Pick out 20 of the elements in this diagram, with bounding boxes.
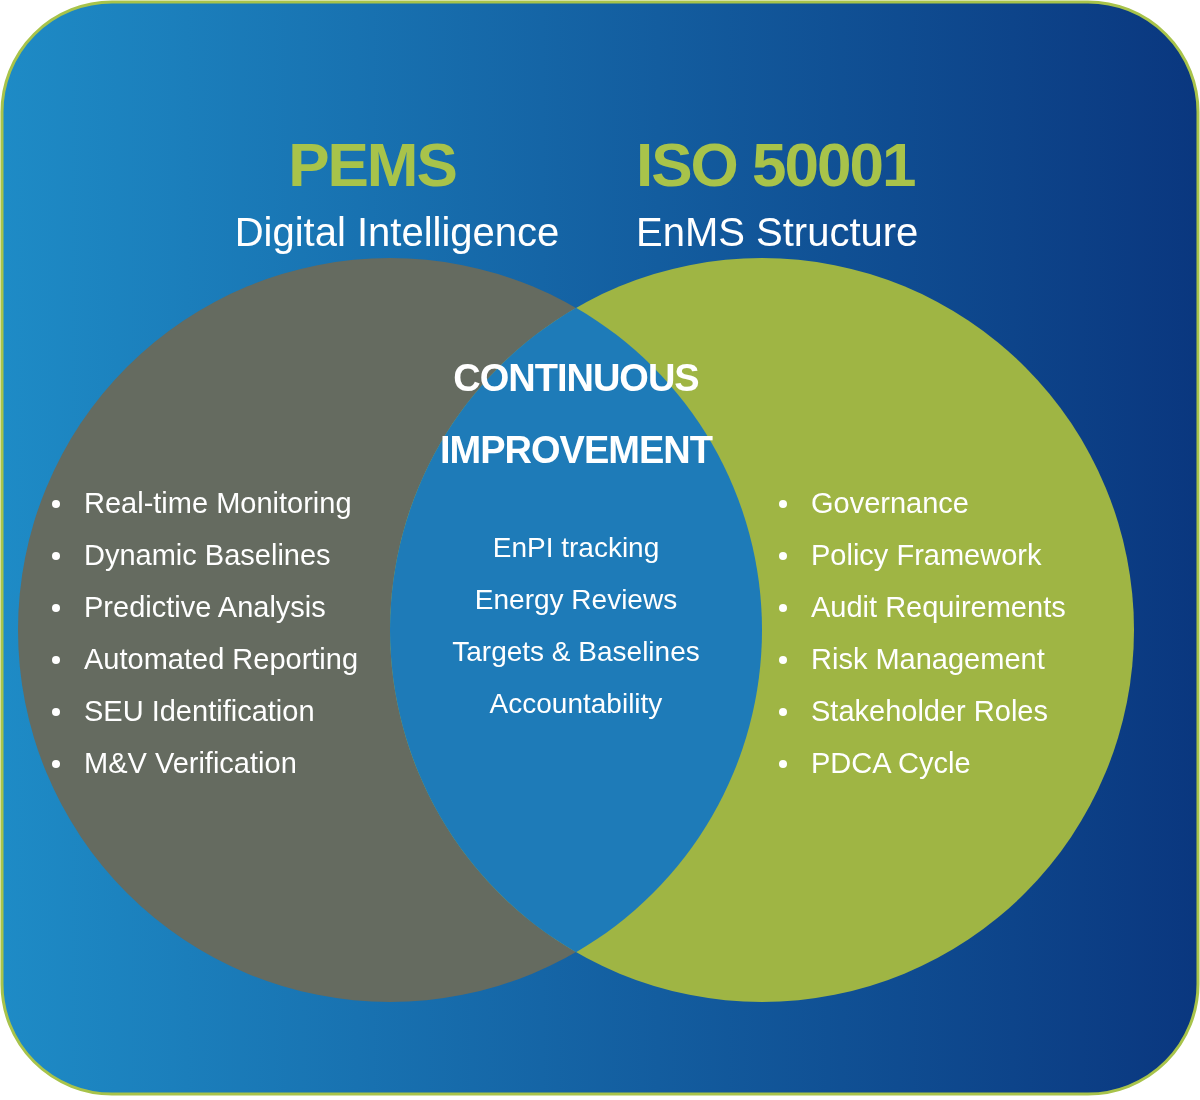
circle-title: ISO 50001 (636, 130, 916, 200)
bullet-item: Automated Reporting (48, 641, 359, 677)
bullet-item: Audit Requirements (775, 589, 1066, 625)
bullet-item: Dynamic Baselines (48, 537, 331, 573)
bullet-item: Stakeholder Roles (775, 693, 1048, 729)
bullet-item: Predictive Analysis (48, 589, 326, 625)
bullet-item: SEU Identification (48, 693, 315, 729)
circle-title: PEMS (287, 130, 457, 200)
bullet-item: M&V Verification (48, 745, 297, 781)
overlap-item: EnPI tracking (491, 531, 661, 565)
circle-subtitle: Digital Intelligence (233, 209, 561, 256)
bullet-item: Governance (775, 485, 969, 521)
bullet-item: Policy Framework (775, 537, 1042, 573)
circle-subtitle: EnMS Structure (636, 209, 920, 256)
overlap-item: Targets & Baselines (451, 635, 701, 669)
bullet-item: Risk Management (775, 641, 1045, 677)
bullet-item: PDCA Cycle (775, 745, 971, 781)
overlap-item: Accountability (488, 687, 664, 721)
bullet-item: Real-time Monitoring (48, 485, 352, 521)
overlap-item: Energy Reviews (473, 583, 679, 617)
